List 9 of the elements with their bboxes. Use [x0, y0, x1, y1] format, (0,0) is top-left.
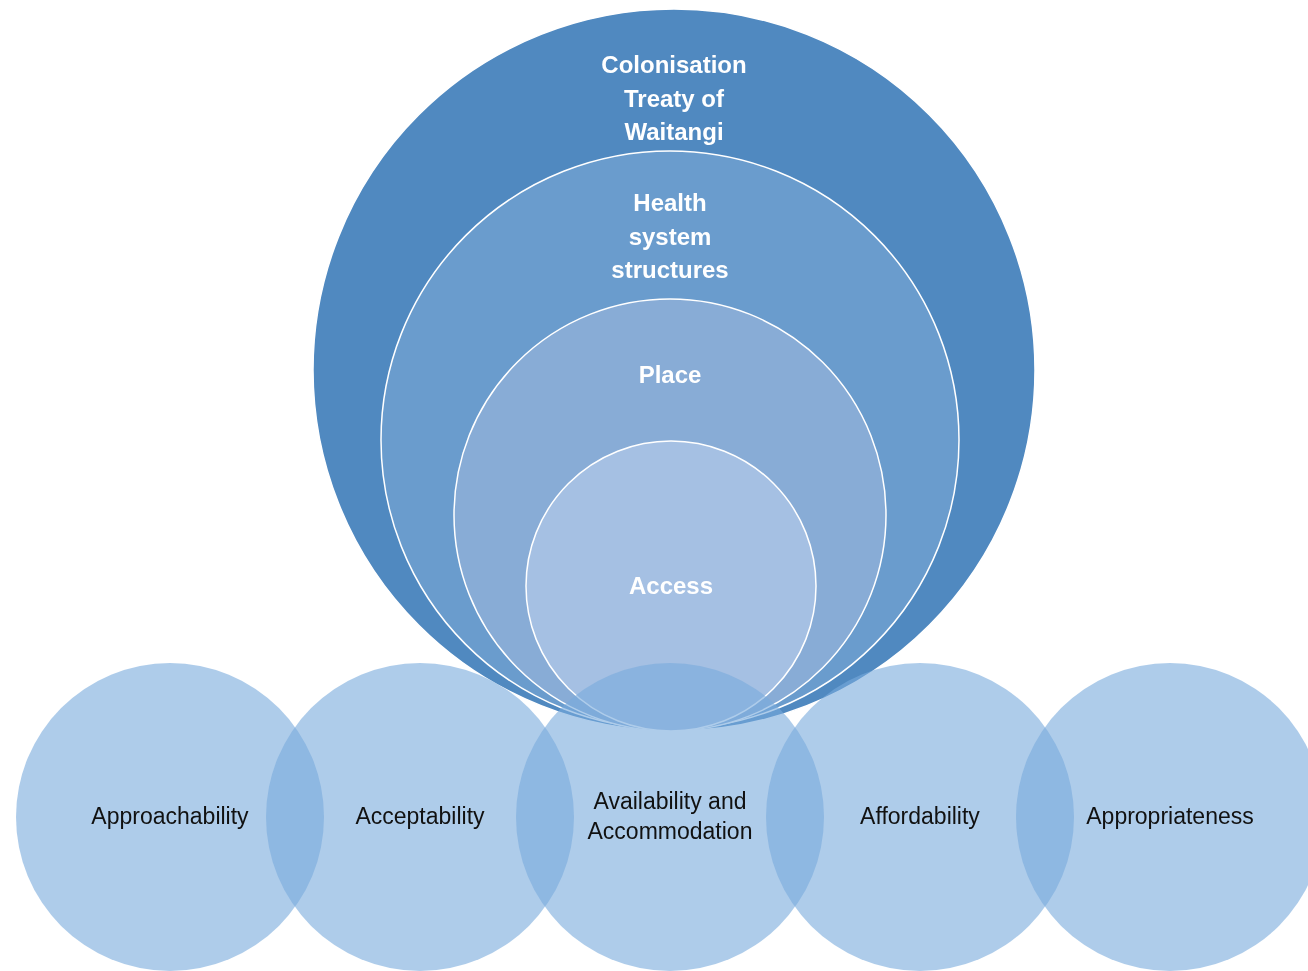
- circle-label: Access: [627, 571, 715, 602]
- circle-label: Colonisation Treaty of Waitangi: [600, 50, 748, 148]
- circle-label: Health system structures: [610, 188, 730, 286]
- circle-label: Acceptability: [354, 802, 486, 832]
- circle-label: Appropriateness: [1085, 802, 1255, 832]
- circle-label: Place: [637, 360, 703, 390]
- circle-label: Availability and Accommodation: [586, 787, 754, 846]
- circle-label: Approachability: [90, 802, 250, 832]
- circle-label: Affordability: [859, 802, 981, 832]
